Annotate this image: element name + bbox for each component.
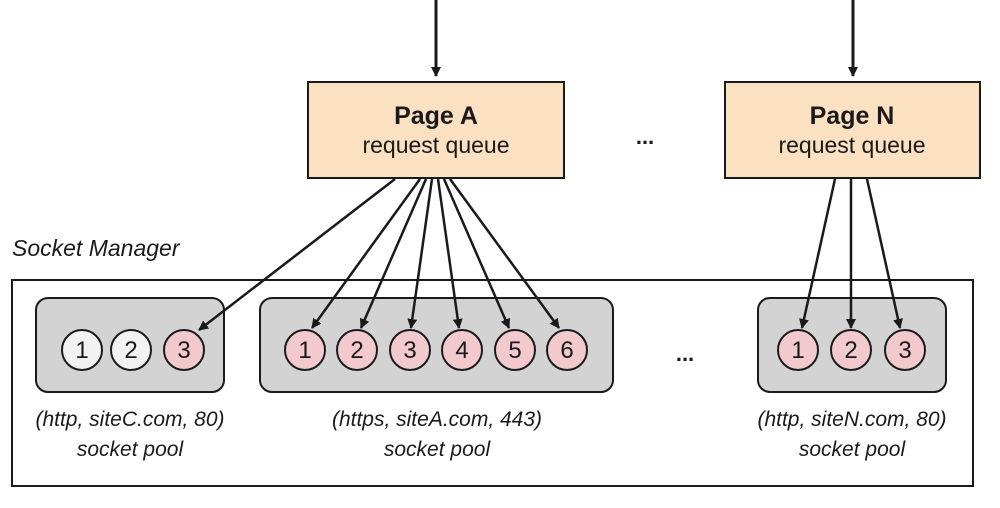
socket-number: 2 [844,337,857,364]
socket-number: 1 [791,337,804,364]
socket-number: 5 [508,337,521,364]
connection-arrow [448,178,561,329]
queue-gap-ellipsis: ... [636,124,654,149]
pool-key-label: (http, siteN.com, 80) [757,408,946,431]
queue-page-n: Page N request queue [724,81,981,179]
queue-title: Page A [394,102,478,130]
socket: 1 [61,329,103,371]
socket-number: 1 [75,337,88,364]
socket-number: 6 [560,337,573,364]
connection-arrow [310,178,422,329]
connection-arrow [442,178,511,329]
socket: 2 [830,329,872,371]
pool-type-label: socket pool [77,438,185,461]
queue-subtitle: request queue [778,132,925,158]
connection-arrow [407,178,434,329]
socket-number: 3 [898,337,911,364]
socket-pool-sitec: 1 2 3 (http, siteC.com, 80) socket pool [35,297,225,461]
socket-number: 3 [403,337,416,364]
socket: 5 [494,329,536,371]
pool-key-label: (https, siteA.com, 443) [332,408,542,431]
socket-number: 2 [350,337,363,364]
connection-arrow [198,178,396,331]
socket: 3 [163,329,205,371]
pool-type-label: socket pool [799,438,907,461]
socket-pool-sitea: 1 2 3 4 5 6 (https, siteA.com [259,297,614,461]
socket: 3 [389,329,431,371]
socket-manager-label: Socket Manager [12,235,181,261]
queue-page-a: Page A request queue [307,81,565,179]
connection-arrow [799,178,837,329]
socket-list: 1 2 3 [61,329,205,371]
socket: 1 [777,329,819,371]
socket-number: 2 [124,337,137,364]
socket: 3 [884,329,926,371]
socket-number: 3 [177,337,190,364]
queue-subtitle: request queue [362,132,509,158]
socket-number: 4 [455,337,468,364]
socket: 6 [546,329,588,371]
pool-key-label: (http, siteC.com, 80) [35,408,224,431]
connection-arrow [359,178,428,329]
socket: 1 [284,329,326,371]
pool-gap-ellipsis: ... [676,341,694,366]
socket-list: 1 2 3 [777,329,926,371]
connection-arrow [436,178,463,329]
queue-title: Page N [810,102,895,130]
socket: 2 [336,329,378,371]
pool-type-label: socket pool [384,438,492,461]
socket: 4 [441,329,483,371]
connection-arrow [865,178,903,329]
socket-list: 1 2 3 4 5 6 [284,329,588,371]
socket-manager-frame [11,279,974,487]
socket: 2 [110,329,152,371]
connection-arrows [198,178,903,331]
socket-number: 1 [298,337,311,364]
